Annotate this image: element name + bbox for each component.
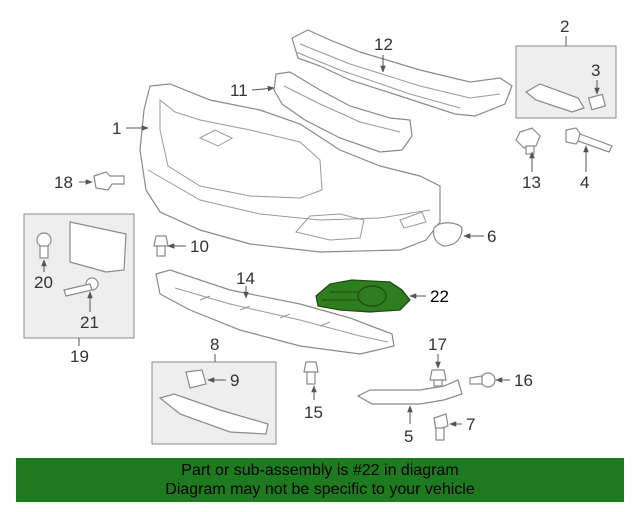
part-11-energy-absorber [273, 71, 413, 153]
part-17-retainer [429, 369, 447, 387]
callout-19: 19 [70, 347, 89, 366]
callout-1: 1 [112, 119, 121, 138]
box-parts-19 [23, 213, 135, 339]
callout-6: 6 [487, 227, 496, 246]
part-5-molding [356, 379, 463, 405]
callout-10: 10 [190, 237, 209, 256]
callout-16: 16 [514, 371, 533, 390]
parts-diagram: 12 11 1 2 3 13 4 18 6 10 20 21 19 14 22 … [23, 17, 617, 446]
callout-18: 18 [54, 173, 73, 192]
callout-20: 20 [34, 273, 53, 292]
diagram-notice-banner: Part or sub-assembly is #22 in diagram D… [16, 458, 624, 502]
callout-21: 21 [80, 313, 99, 332]
callout-2: 2 [560, 17, 569, 36]
callout-22: 22 [430, 287, 449, 306]
callout-4: 4 [580, 173, 589, 192]
leader-lines [41, 36, 600, 427]
banner-line-2: Diagram may not be specific to your vehi… [165, 481, 475, 498]
part-1-bumper-fascia [139, 83, 441, 253]
part-13-bolt [515, 127, 541, 155]
part-6-cap [432, 222, 463, 247]
part-15-push-pin [303, 361, 319, 385]
callout-11: 11 [230, 81, 248, 100]
callout-7: 7 [466, 415, 475, 434]
box-parts-8 [151, 361, 277, 445]
part-4-bolt [565, 127, 613, 153]
callout-17: 17 [428, 335, 447, 354]
callout-12: 12 [374, 35, 393, 54]
callout-8: 8 [210, 335, 219, 354]
part-14-deflector [155, 269, 395, 355]
banner-line-1: Part or sub-assembly is #22 in diagram [181, 462, 459, 479]
callout-9: 9 [230, 371, 239, 390]
part-22-fog-lamp-bezel [315, 279, 411, 313]
part-18-emblem [93, 171, 125, 191]
callout-5: 5 [404, 427, 413, 446]
part-12-reinforcement-bar [291, 29, 513, 117]
callout-14: 14 [236, 269, 255, 288]
part-10-push-pin [153, 235, 169, 257]
callout-3: 3 [591, 61, 600, 80]
part-16-screw [469, 372, 496, 388]
callout-15: 15 [304, 403, 323, 422]
part-7-bolt [433, 413, 449, 441]
box-parts-2-3 [515, 45, 617, 119]
callout-13: 13 [522, 173, 541, 192]
